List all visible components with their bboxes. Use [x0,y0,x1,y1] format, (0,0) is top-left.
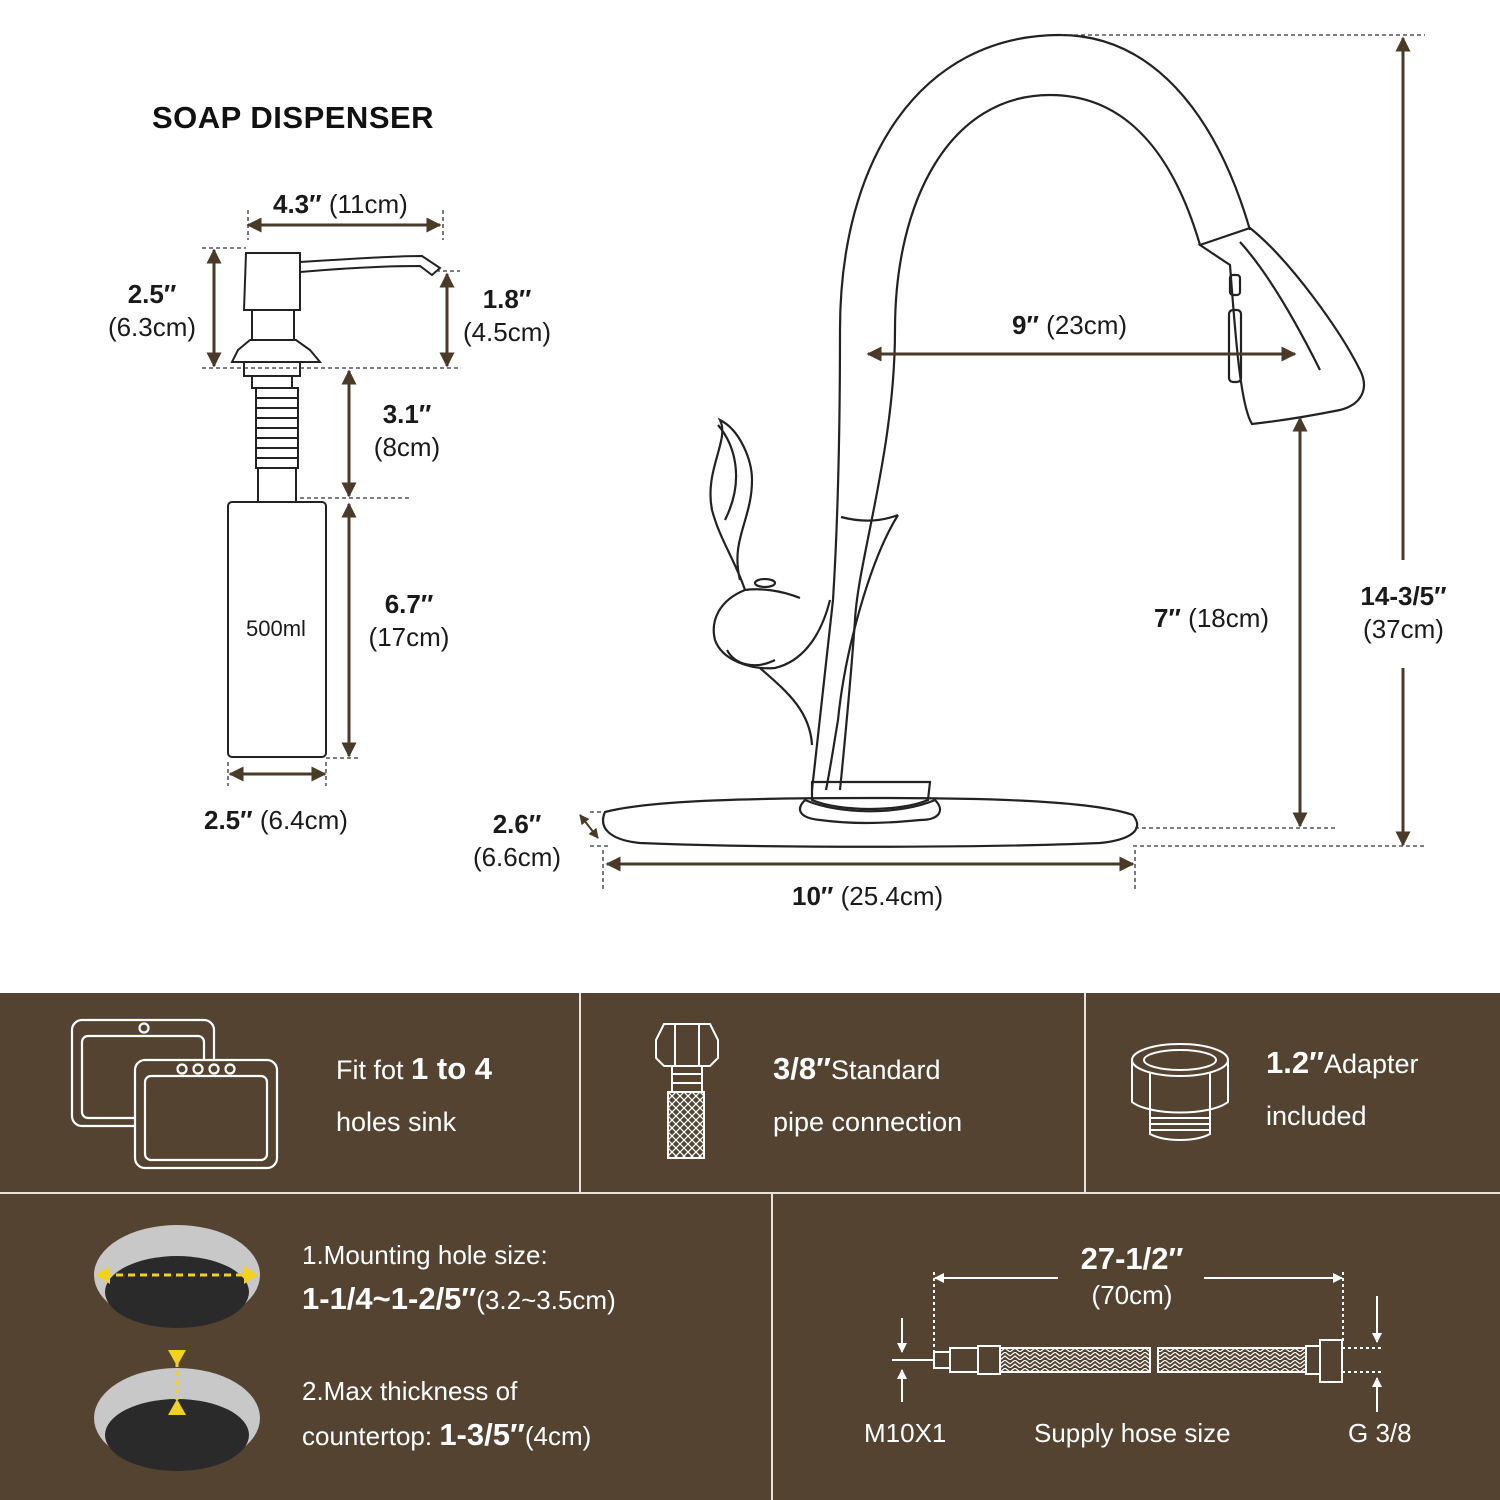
faucet-dimension-lines [579,36,1411,872]
soap-bottle-height-label: 6.7″(17cm) [368,589,450,652]
panel-divider-1 [579,993,581,1192]
soap-dimension-lines [206,217,455,782]
hose-caption: Supply hose size [1034,1418,1231,1448]
faucet-extension-lines [590,34,1425,890]
pipe-connection-text: 3/8″Standard [773,1051,941,1086]
plate-length-label: 10″ (25.4cm) [792,881,944,911]
plate-width-label: 2.6″(6.6cm) [472,809,562,872]
soap-extension-lines [202,210,460,786]
soap-width-label: 4.3″ (11cm) [273,189,408,219]
panel-divider-3 [771,1194,773,1500]
countertop-thickness-value: countertop: 1-3/5″(4cm) [302,1417,592,1452]
sink-holes-text-line2: holes sink [336,1107,457,1137]
sink-holes-text: Fit fot 1 to 4 [336,1051,492,1086]
countertop-thickness-label: 2.Max thickness of [302,1376,518,1406]
faucet-total-height-label: 14-3/5″(37cm) [1360,581,1447,644]
panel-divider-horizontal [0,1192,1500,1194]
soap-dispenser-drawing [227,252,442,758]
mounting-hole-value: 1-1/4~1-2/5″(3.2~3.5cm) [302,1281,616,1316]
hose-right-thread: G 3/8 [1348,1418,1412,1448]
pipe-connection-text-line2: pipe connection [773,1107,963,1137]
faucet-spout-height-label: 7″ (18cm) [1154,603,1270,633]
faucet-reach-label: 9″ (23cm) [1012,310,1128,340]
soap-volume-label: 500ml [246,616,306,641]
soap-bottle-width-label: 2.5″ (6.4cm) [204,805,348,835]
soap-dispenser-title: SOAP DISPENSER [152,100,435,135]
adapter-text-line2: included [1266,1101,1367,1131]
soap-shank-length-label: 3.1″(8cm) [373,399,441,462]
soap-spout-height-label: 1.8″(4.5cm) [462,284,552,347]
faucet-drawing [602,33,1366,848]
mounting-hole-label: 1.Mounting hole size: [302,1240,548,1270]
hose-left-thread: M10X1 [864,1418,947,1448]
soap-head-height-label: 2.5″(6.3cm) [107,279,197,342]
adapter-text: 1.2″Adapter [1266,1045,1419,1080]
panel-divider-2 [1084,993,1086,1192]
hose-length-cm: (70cm) [1091,1280,1173,1310]
hose-length-label: 27-1/2″ [1080,1241,1184,1276]
